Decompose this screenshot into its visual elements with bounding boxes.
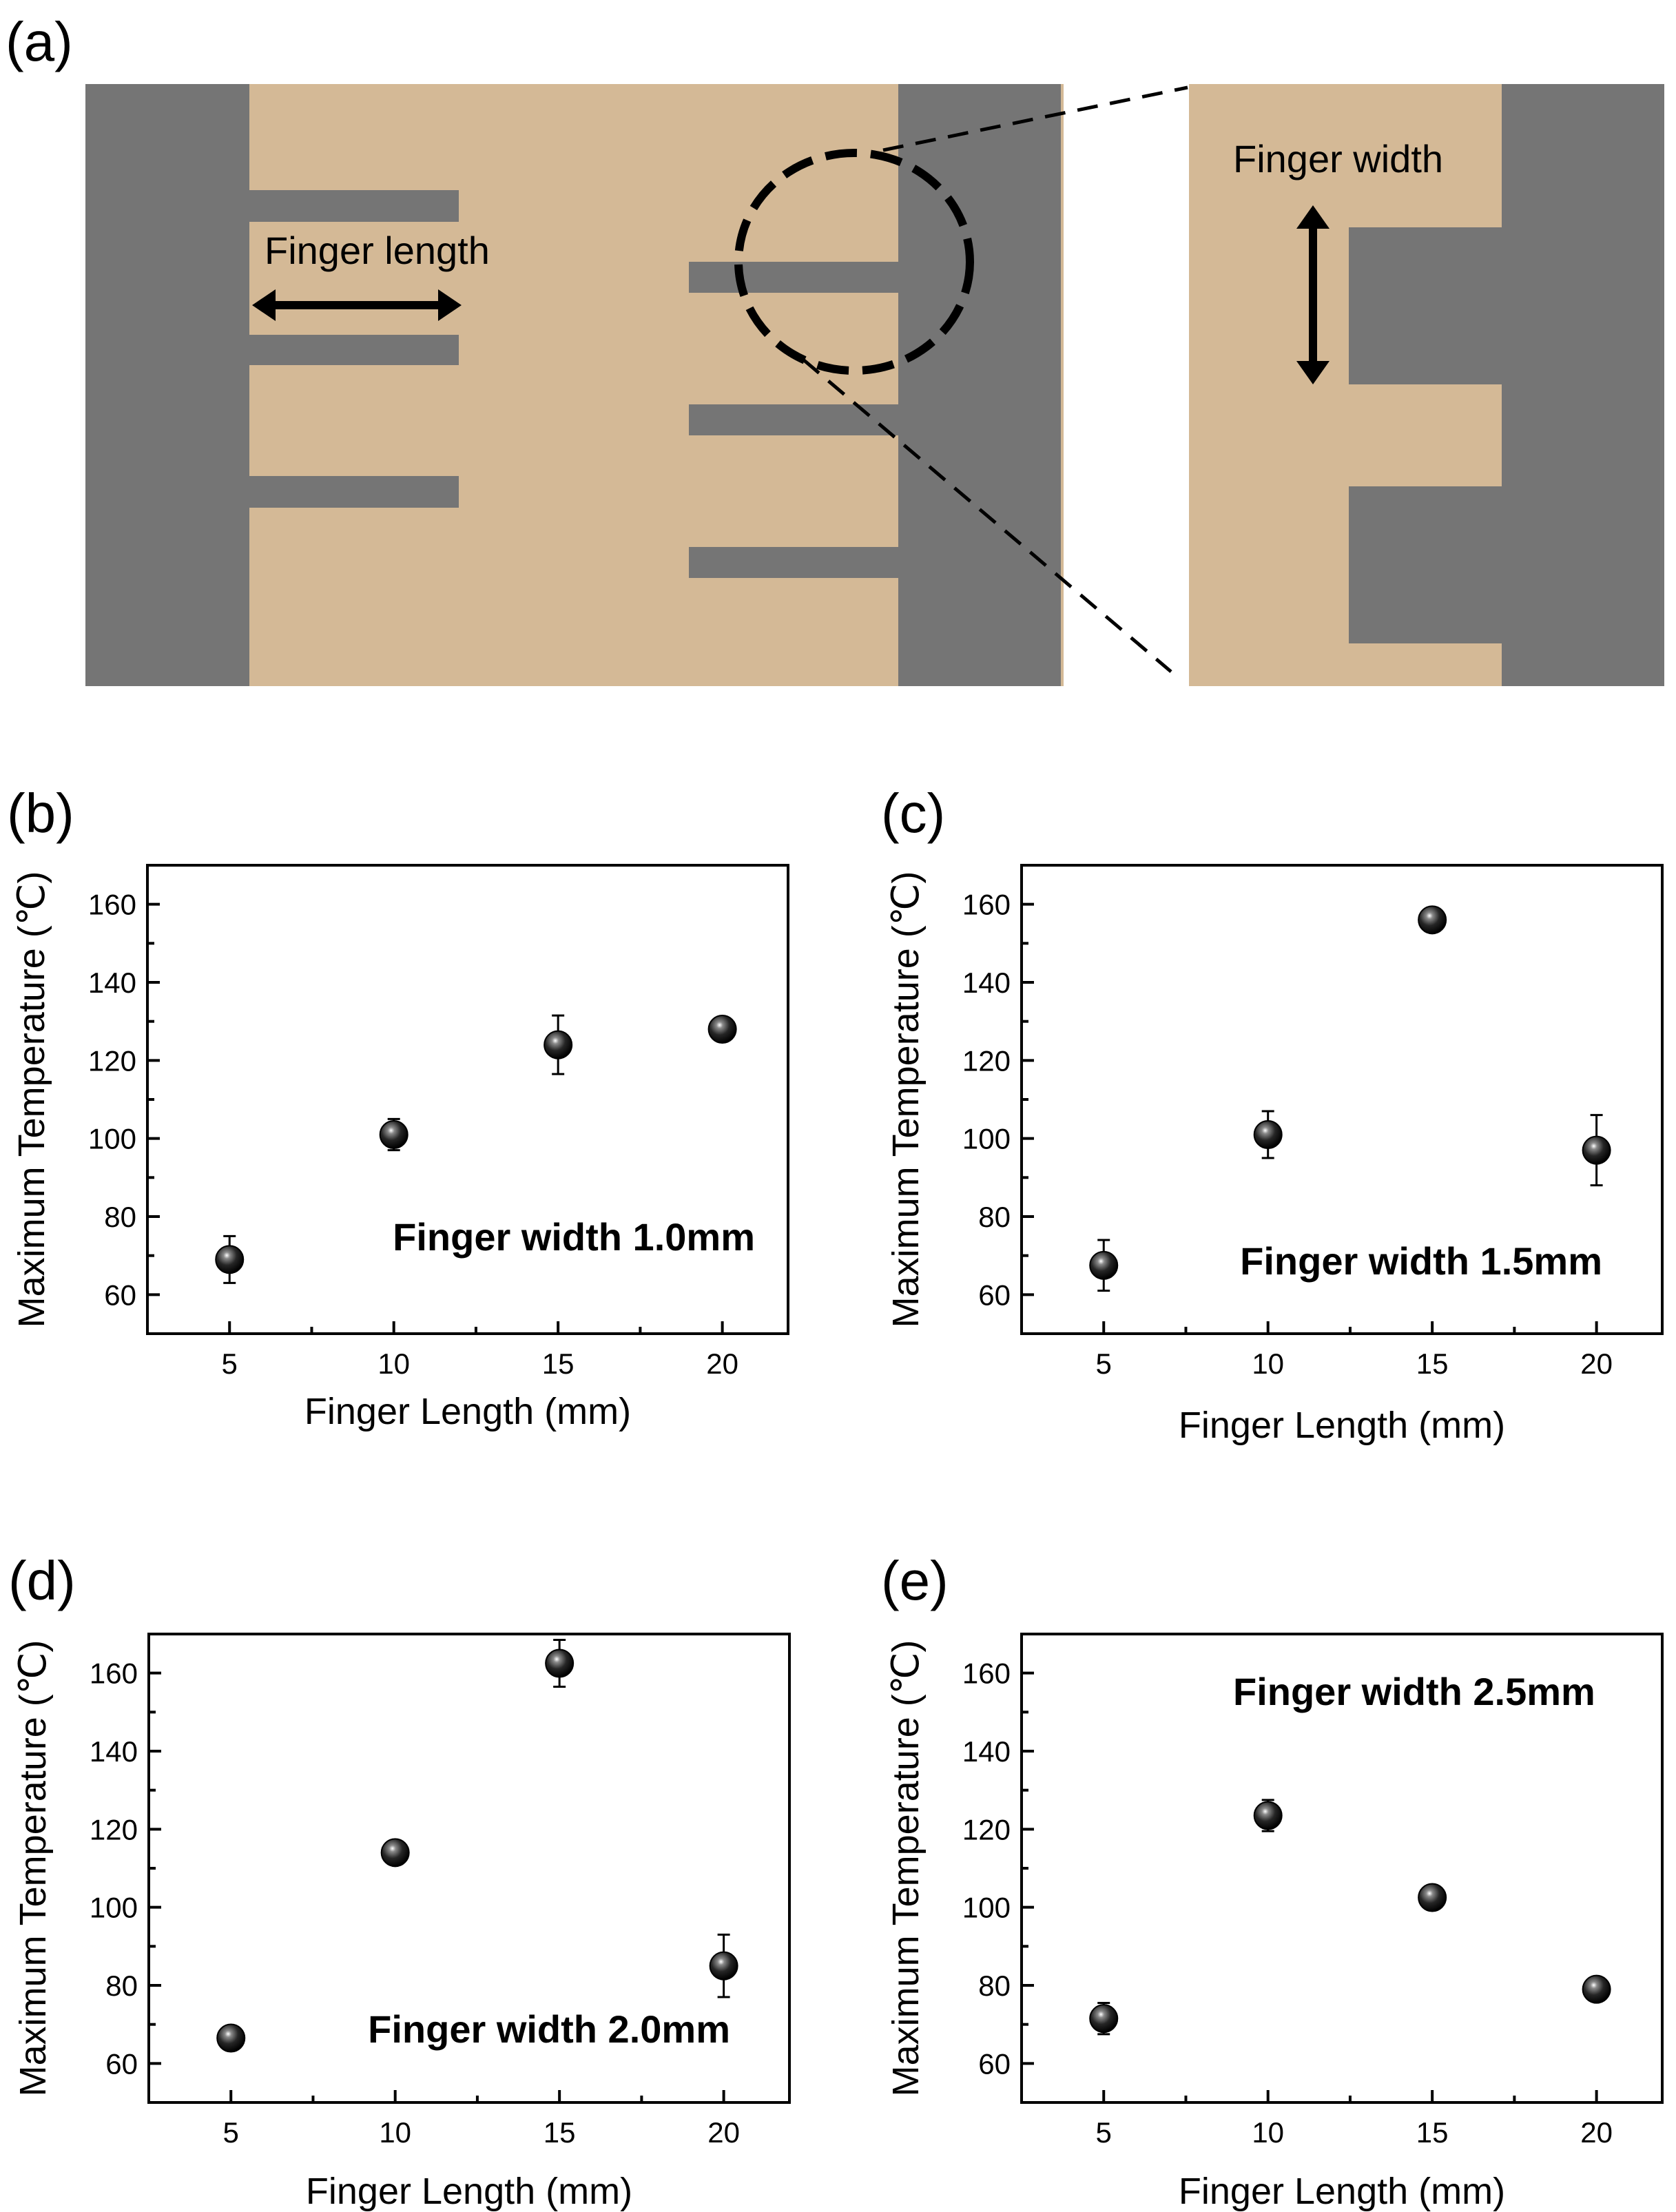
x-tick-label: 20: [1580, 1347, 1613, 1380]
finger-width-annotation: Finger width 2.0mm: [368, 2007, 730, 2051]
data-point: [379, 1120, 408, 1149]
finger-length-arrow: [252, 289, 462, 321]
right-finger: [689, 262, 898, 293]
x-tick-label: 5: [222, 1347, 238, 1380]
x-tick-label: 5: [223, 2116, 239, 2149]
y-tick-label: 140: [90, 1735, 138, 1768]
y-tick-label: 120: [962, 1044, 1011, 1077]
y-tick-label: 140: [962, 967, 1011, 999]
x-tick-label: 10: [377, 1347, 410, 1380]
data-point: [707, 1015, 737, 1044]
x-tick-label: 15: [1416, 2116, 1449, 2149]
plot-frame: [146, 864, 789, 1335]
inset-finger: [1349, 227, 1502, 384]
inset-finger: [1349, 486, 1502, 643]
x-tick-label: 5: [1096, 1347, 1112, 1380]
data-point: [215, 1245, 245, 1274]
finger-length-label: Finger length: [265, 229, 490, 272]
y-tick-label: 80: [978, 1201, 1011, 1233]
y-tick-label: 80: [978, 1970, 1011, 2002]
y-tick-label: 100: [90, 1892, 138, 1924]
zoom-guide-line: [882, 85, 1188, 152]
data-point: [216, 2023, 246, 2053]
x-tick-label: 20: [706, 1347, 738, 1380]
y-tick-label: 100: [962, 1123, 1011, 1155]
finger-width-label: Finger width: [1233, 137, 1443, 180]
x-axis-label: Finger Length (mm): [1179, 2171, 1505, 2212]
right-finger: [689, 404, 898, 435]
finger-width-annotation: Finger width 1.0mm: [393, 1215, 755, 1259]
x-tick-label: 5: [1096, 2116, 1112, 2149]
y-tick-label: 120: [88, 1044, 136, 1077]
finger-width-annotation: Finger width 1.5mm: [1240, 1239, 1602, 1283]
zoom-guide-line: [802, 358, 1172, 673]
y-tick-label: 160: [90, 1657, 138, 1690]
x-axis-label: Finger Length (mm): [306, 2171, 632, 2212]
left-finger: [249, 190, 459, 222]
left-electrode-bus: [85, 84, 249, 686]
right-finger: [689, 547, 898, 578]
data-point: [380, 1838, 410, 1868]
y-axis-label: Maximum Temperature (℃): [885, 871, 927, 1328]
y-tick-label: 120: [962, 1813, 1011, 1846]
y-tick-label: 80: [104, 1201, 136, 1233]
panel-a-schematic: (a) Finger length Finger width: [6, 11, 1664, 686]
data-point: [1418, 905, 1447, 935]
zoom-circle: [734, 149, 974, 375]
x-tick-label: 10: [1252, 1347, 1284, 1380]
y-tick-label: 80: [105, 1970, 138, 2002]
panel-label: (d): [8, 1550, 76, 1611]
panel-label: (e): [881, 1550, 949, 1611]
data-point: [1582, 1974, 1611, 2004]
y-tick-label: 60: [978, 2047, 1011, 2080]
y-tick-label: 60: [104, 1279, 136, 1311]
panel-a-label: (a): [6, 11, 73, 72]
y-tick-label: 60: [105, 2047, 138, 2080]
x-tick-label: 10: [379, 2116, 411, 2149]
data-point: [544, 1030, 573, 1060]
x-axis-label: Finger Length (mm): [1179, 1405, 1505, 1446]
y-tick-label: 100: [962, 1892, 1011, 1924]
left-finger: [249, 476, 459, 508]
x-axis-label: Finger Length (mm): [304, 1391, 631, 1432]
x-tick-label: 10: [1252, 2116, 1284, 2149]
y-axis-label: Maximum Temperature (℃): [885, 1640, 927, 2097]
finger-width-annotation: Finger width 2.5mm: [1233, 1670, 1595, 1713]
y-tick-label: 160: [962, 889, 1011, 921]
data-point: [709, 1951, 738, 1981]
inset-electrode-bus: [1502, 84, 1664, 686]
x-tick-label: 15: [1416, 1347, 1449, 1380]
y-tick-label: 160: [962, 1657, 1011, 1690]
data-point: [545, 1648, 575, 1678]
x-tick-label: 15: [544, 2116, 576, 2149]
data-point: [1089, 1250, 1119, 1280]
y-tick-label: 100: [88, 1123, 136, 1155]
right-electrode-bus: [898, 84, 1061, 686]
x-tick-label: 20: [707, 2116, 740, 2149]
data-point: [1582, 1135, 1611, 1165]
x-tick-label: 15: [542, 1347, 575, 1380]
data-point: [1418, 1883, 1447, 1912]
y-tick-label: 160: [88, 889, 136, 921]
left-finger: [249, 335, 459, 365]
y-axis-label: Maximum Temperature (℃): [12, 1640, 54, 2097]
x-tick-label: 20: [1580, 2116, 1613, 2149]
finger-width-arrow: [1296, 205, 1330, 384]
y-tick-label: 60: [978, 1279, 1011, 1311]
y-tick-label: 140: [88, 967, 136, 999]
data-point: [1253, 1120, 1283, 1149]
panel-label: (b): [7, 783, 74, 844]
y-tick-label: 120: [90, 1813, 138, 1846]
y-tick-label: 140: [962, 1735, 1011, 1768]
data-point: [1089, 2004, 1119, 2034]
y-axis-label: Maximum Temperature (℃): [11, 871, 52, 1328]
panel-label: (c): [881, 783, 945, 844]
data-point: [1253, 1801, 1283, 1830]
